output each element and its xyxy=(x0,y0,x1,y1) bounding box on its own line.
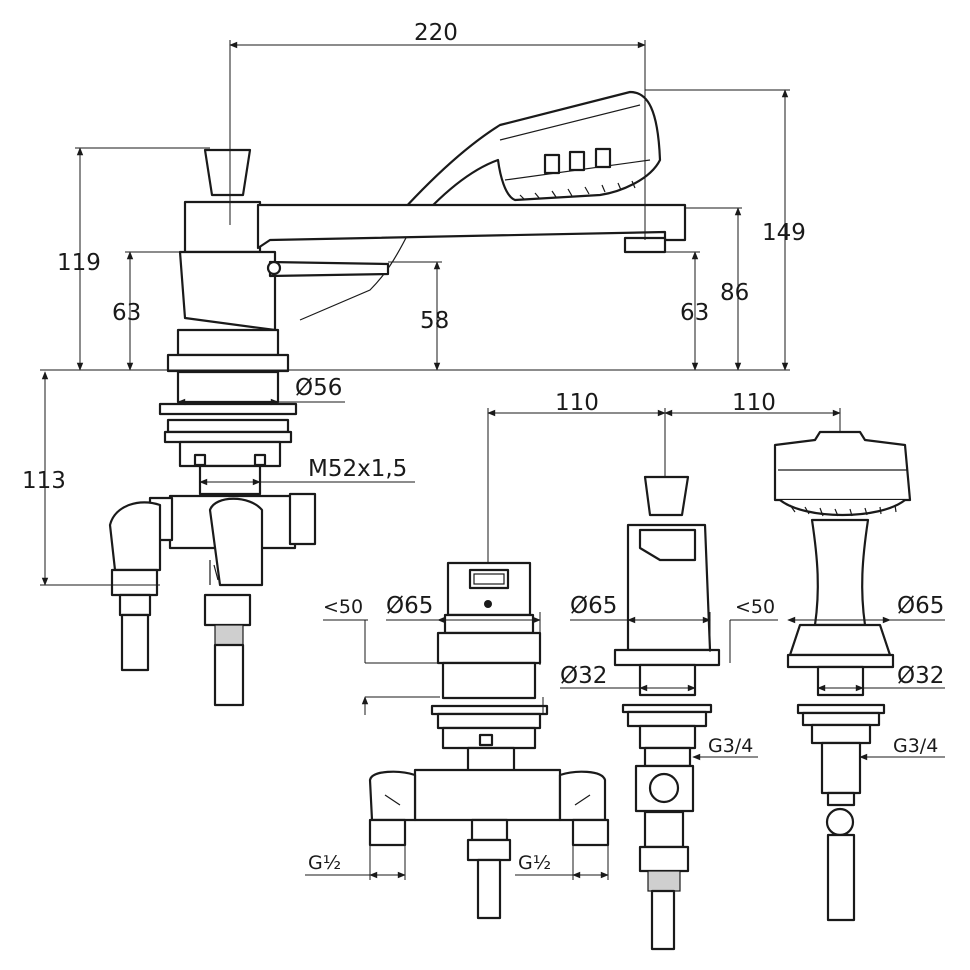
dim-lever-height-left: 119 xyxy=(57,250,101,276)
dim-inlet-thread-left: G½ xyxy=(308,852,341,874)
dim-spacing-right: 110 xyxy=(732,390,776,416)
inlet-center xyxy=(208,497,264,587)
dim-spout-height: 86 xyxy=(720,280,749,306)
inlet-elbow-left xyxy=(108,501,162,572)
front-view-hand-shower xyxy=(773,430,912,922)
dim-mounting-thread: M52x1,5 xyxy=(308,456,407,482)
dim-valve-thread: G3/4 xyxy=(708,735,753,757)
dim-valve-hole-diameter: Ø32 xyxy=(560,663,607,689)
lever-knob xyxy=(203,148,252,197)
dim-deck-thickness-left: <50 xyxy=(323,596,363,618)
dim-body-diameter: Ø56 xyxy=(295,375,342,401)
dim-inlet-thread-right: G½ xyxy=(518,852,551,874)
dim-valve-diameter: Ø65 xyxy=(570,593,617,619)
diverter-block xyxy=(198,464,262,496)
front-view-diverter xyxy=(368,561,610,920)
front-view-valve xyxy=(613,475,721,951)
dimension-lines xyxy=(40,40,945,880)
mixer-body xyxy=(183,200,262,254)
dim-lever-axis-height: 58 xyxy=(420,308,449,334)
dim-body-height-left: 63 xyxy=(112,300,141,326)
spout xyxy=(256,203,687,250)
side-view-mixer xyxy=(108,90,687,707)
dim-overall-length: 220 xyxy=(414,20,458,46)
dim-diverter-diameter: Ø65 xyxy=(386,593,433,619)
dim-below-deck: 113 xyxy=(22,468,66,494)
dim-outlet-height-right: 63 xyxy=(680,300,709,326)
dim-overall-height: 149 xyxy=(762,220,806,246)
mixer-base xyxy=(176,328,280,357)
dim-deck-thickness-right: <50 xyxy=(735,596,775,618)
dim-shower-base-diameter: Ø65 xyxy=(897,593,944,619)
hand-shower-head xyxy=(299,90,662,321)
side-lever xyxy=(268,260,390,278)
dim-shower-thread: G3/4 xyxy=(893,735,938,757)
mounting-plate xyxy=(158,402,298,416)
dim-spacing-left: 110 xyxy=(555,390,599,416)
dim-shower-hole-diameter: Ø32 xyxy=(897,663,944,689)
spout-outlet xyxy=(623,236,667,254)
dimension-labels: 220 149 86 63 58 119 63 113 Ø56 M52x1,5 … xyxy=(22,20,944,874)
